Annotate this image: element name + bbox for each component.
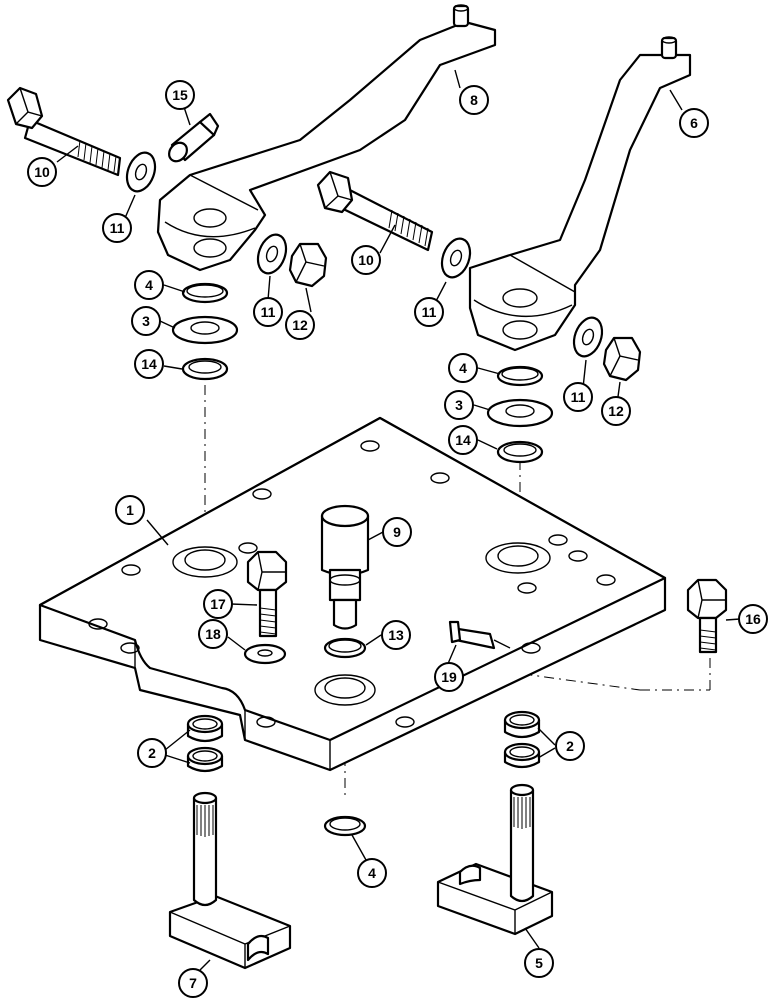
bearings-right [503,710,541,769]
callout-4-bottom: 4 [357,858,387,888]
callout-10-right: 10 [351,245,381,275]
bolt-left [6,86,122,177]
callout-2-right: 2 [555,731,585,761]
callout-7: 7 [178,968,208,998]
svg-text:11: 11 [571,389,586,405]
axle-arm-left [156,4,497,272]
callout-4-left: 4 [134,270,164,300]
ring-stack-right [486,365,554,464]
svg-text:3: 3 [142,313,150,329]
svg-text:11: 11 [110,220,125,236]
svg-text:14: 14 [141,356,157,372]
callout-3-right: 3 [444,390,474,420]
callout-15: 15 [165,80,195,110]
callout-11-a: 11 [102,213,132,243]
callout-18: 18 [198,619,228,649]
svg-text:8: 8 [470,92,478,108]
svg-text:12: 12 [292,317,308,333]
svg-text:10: 10 [34,164,50,180]
callout-10-left: 10 [27,157,57,187]
svg-text:5: 5 [535,955,543,971]
svg-text:9: 9 [393,524,401,540]
spindle-left [168,791,292,970]
bearings-left [186,714,224,773]
callout-5: 5 [524,948,554,978]
callout-19: 19 [434,662,464,692]
callout-11-c: 11 [414,297,444,327]
svg-text:12: 12 [608,403,624,419]
svg-text:17: 17 [210,596,226,612]
spindle-right [436,783,554,936]
svg-text:16: 16 [745,611,761,627]
callout-14-right: 14 [448,425,478,455]
callout-6: 6 [679,108,709,138]
svg-text:13: 13 [388,627,404,643]
svg-text:19: 19 [441,669,457,685]
callout-17: 17 [203,589,233,619]
bolt-right [316,170,434,252]
svg-text:7: 7 [189,975,197,991]
callout-11-d: 11 [563,382,593,412]
svg-text:10: 10 [358,252,374,268]
o-ring-13 [323,637,367,659]
axle-arm-right [468,36,692,352]
bolt-17 [246,550,288,638]
washers-11 [125,151,604,358]
callout-9: 9 [382,517,412,547]
svg-text:2: 2 [148,745,156,761]
callout-12-left: 12 [285,310,315,340]
callout-13: 13 [381,620,411,650]
callout-2-left: 2 [137,738,167,768]
callout-12-right: 12 [601,396,631,426]
svg-text:14: 14 [455,432,471,448]
svg-text:15: 15 [172,87,188,103]
svg-text:1: 1 [126,502,134,518]
callout-1: 1 [115,495,145,525]
washer-18 [243,643,287,665]
ring-stack-left [171,282,239,381]
svg-text:11: 11 [261,304,276,320]
callout-8: 8 [459,85,489,115]
svg-text:6: 6 [690,115,698,131]
bolt-16 [686,578,728,654]
grease-fitting-19 [448,620,511,650]
callout-16: 16 [738,604,768,634]
callout-3-left: 3 [131,306,161,336]
callout-11-b: 11 [253,297,283,327]
svg-text:2: 2 [566,738,574,754]
svg-text:4: 4 [368,865,376,881]
pivot-pin-9 [320,504,370,630]
svg-text:3: 3 [455,397,463,413]
callout-14-left: 14 [134,349,164,379]
svg-text:11: 11 [422,304,437,320]
snap-ring-bottom [323,815,367,837]
svg-text:4: 4 [459,360,467,376]
svg-text:4: 4 [145,277,153,293]
grease-pin-15 [168,112,220,163]
callout-4-right: 4 [448,353,478,383]
nuts-12 [288,242,642,382]
svg-text:18: 18 [205,626,221,642]
